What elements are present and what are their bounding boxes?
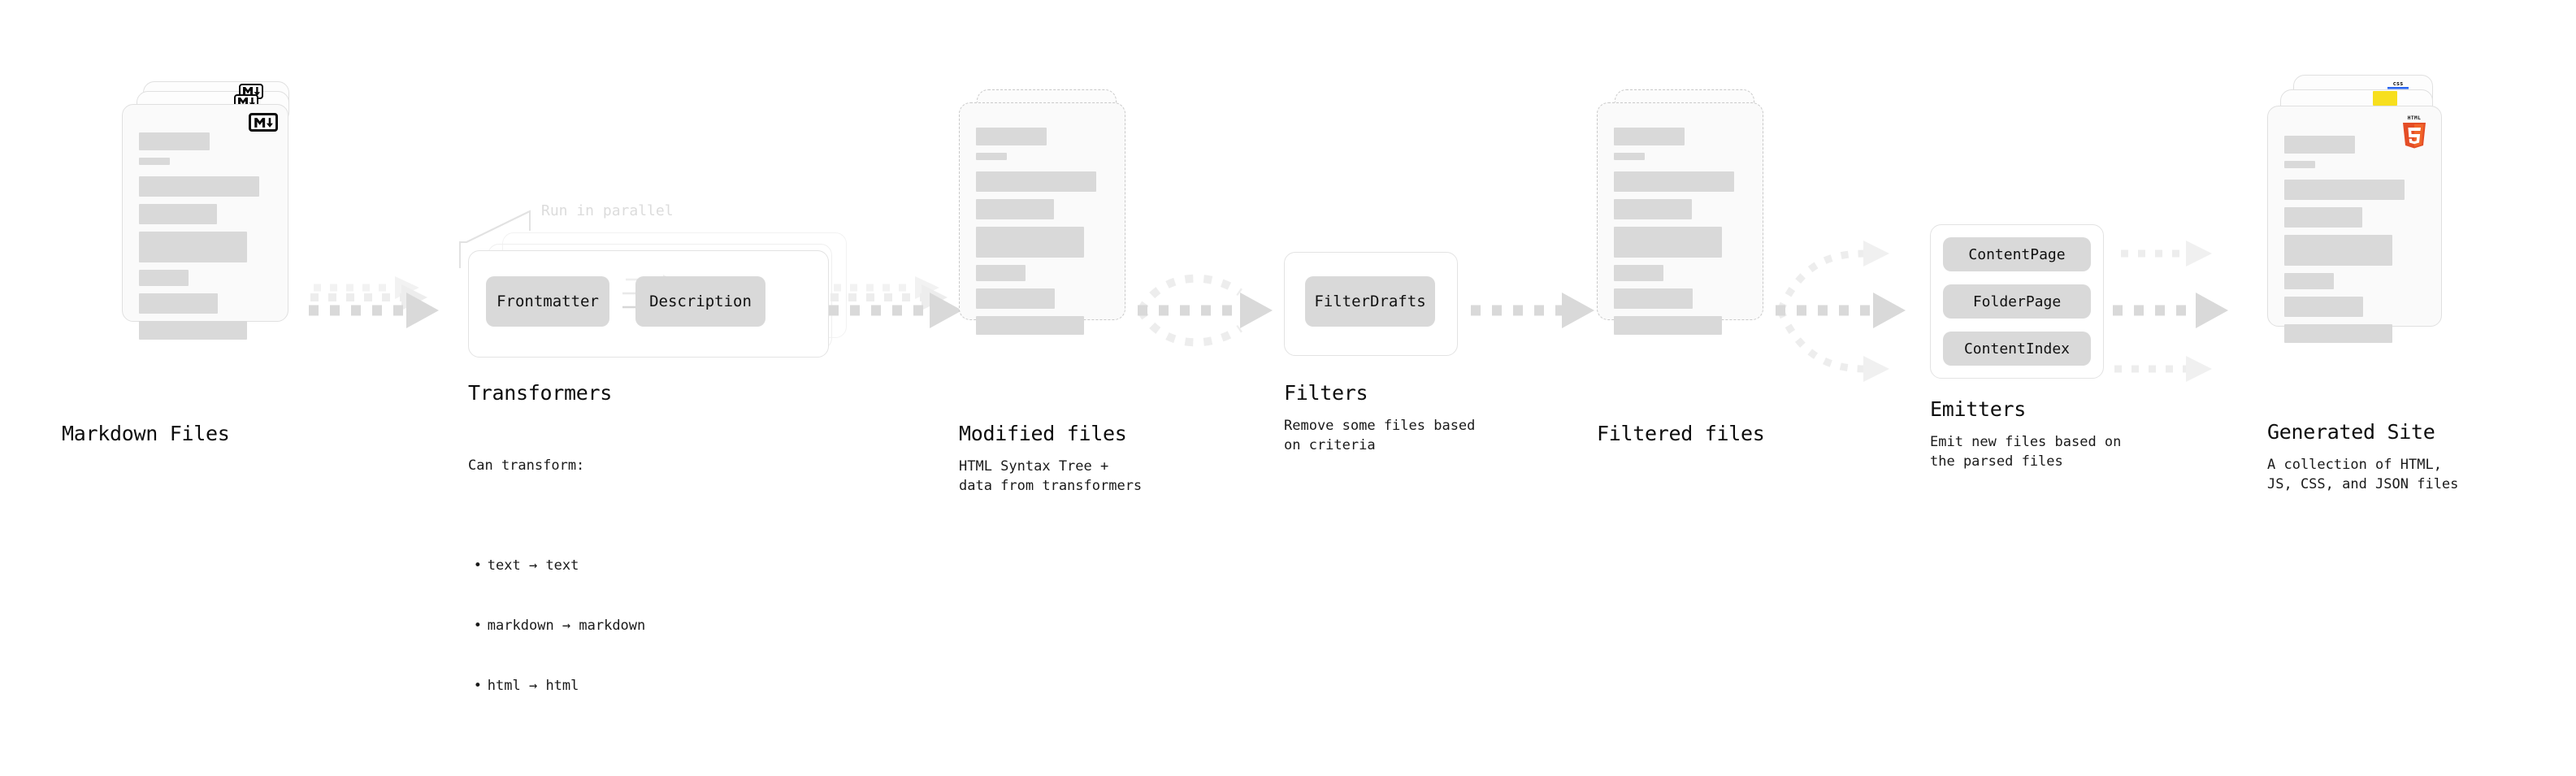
stage-transformers: Run in parallel Frontmatter Description … bbox=[455, 0, 878, 681]
connector-transformers-to-modified bbox=[829, 268, 975, 349]
emitter-chip-contentindex[interactable]: ContentIndex bbox=[1943, 332, 2091, 366]
modified-file-stack bbox=[959, 89, 1146, 219]
js-badge-icon bbox=[2373, 91, 2444, 106]
stage-markdown-files: Markdown Files bbox=[122, 0, 333, 681]
css-badge-icon: css bbox=[2386, 78, 2444, 91]
modified-card-front bbox=[959, 102, 1125, 320]
transformer-chip-frontmatter[interactable]: Frontmatter bbox=[486, 276, 609, 327]
stage-generated-site: css HTML bbox=[2267, 0, 2527, 681]
transformers-caption: Transformers Can transform: text → text … bbox=[468, 382, 809, 776]
stage-subtitle: HTML Syntax Tree + data from transformer… bbox=[959, 457, 1235, 496]
svg-text:HTML: HTML bbox=[2408, 115, 2422, 121]
emitter-chip-contentpage[interactable]: ContentPage bbox=[1943, 237, 2091, 271]
transformers-bullet-1: markdown → markdown bbox=[468, 616, 809, 636]
connector-filters-to-filtered bbox=[1471, 268, 1617, 349]
connector-filtered-to-emitters bbox=[1776, 236, 1938, 390]
connector-markdown-to-transformers bbox=[309, 268, 447, 349]
transformers-bullet-2: html → html bbox=[468, 676, 809, 696]
markdown-card-front bbox=[122, 104, 288, 322]
stage-subtitle: A collection of HTML, JS, CSS, and JSON … bbox=[2267, 455, 2543, 495]
stage-title: Filtered files bbox=[1597, 423, 1873, 445]
modified-files-caption: Modified files HTML Syntax Tree + data f… bbox=[959, 423, 1235, 496]
stage-subtitle: Emit new files based on the parsed files bbox=[1930, 432, 2190, 472]
transformers-bullet-list: text → text markdown → markdown html → h… bbox=[468, 516, 809, 736]
stage-title: Modified files bbox=[959, 423, 1235, 445]
filtered-file-stack bbox=[1597, 89, 1784, 219]
filtered-card-front bbox=[1597, 102, 1763, 320]
emitters-caption: Emitters Emit new files based on the par… bbox=[1930, 398, 2190, 472]
filtered-files-caption: Filtered files bbox=[1597, 423, 1873, 445]
stage-title: Filters bbox=[1284, 382, 1528, 405]
document-placeholder-lines bbox=[1614, 128, 1748, 342]
generated-site-caption: Generated Site A collection of HTML, JS,… bbox=[2267, 421, 2543, 495]
transformers-bullet-0: text → text bbox=[468, 556, 809, 576]
run-in-parallel-label: Run in parallel bbox=[541, 202, 674, 219]
stage-subtitle: Remove some files based on criteria bbox=[1284, 416, 1528, 456]
document-placeholder-lines bbox=[139, 132, 273, 347]
stage-title: Emitters bbox=[1930, 398, 2190, 421]
emitter-chip-folderpage[interactable]: FolderPage bbox=[1943, 284, 2091, 319]
svg-text:css: css bbox=[2393, 80, 2404, 87]
markdown-files-caption: Markdown Files bbox=[62, 423, 330, 445]
transformer-chip-description[interactable]: Description bbox=[635, 276, 765, 327]
document-placeholder-lines bbox=[976, 128, 1110, 342]
pipeline-diagram: Markdown Files Run in parallel bbox=[0, 0, 2576, 681]
stage-title: Transformers bbox=[468, 382, 809, 405]
generated-site-stack: css HTML bbox=[2267, 75, 2454, 205]
connector-emitters-to-site bbox=[2113, 236, 2267, 390]
markdown-file-stack bbox=[122, 81, 309, 211]
filters-caption: Filters Remove some files based on crite… bbox=[1284, 382, 1528, 456]
filter-chip-filterdrafts[interactable]: FilterDrafts bbox=[1305, 276, 1435, 327]
generated-card-front: HTML bbox=[2267, 106, 2442, 327]
stage-title: Generated Site bbox=[2267, 421, 2543, 444]
transformers-subtitle-lead: Can transform: bbox=[468, 456, 809, 476]
document-placeholder-lines bbox=[2284, 136, 2426, 350]
stage-subtitle: Can transform: text → text markdown → ma… bbox=[468, 416, 809, 776]
markdown-badge-icon bbox=[249, 113, 278, 132]
stage-title: Markdown Files bbox=[62, 423, 330, 445]
